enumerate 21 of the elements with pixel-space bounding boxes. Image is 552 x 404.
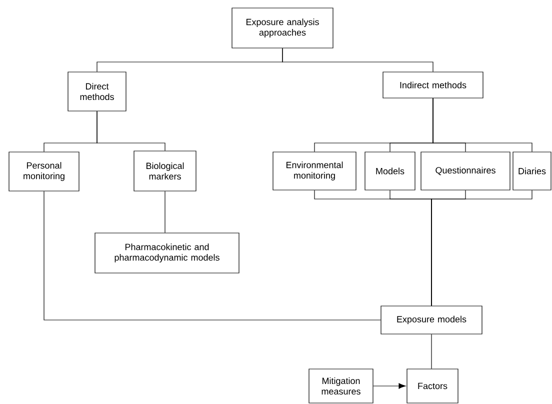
connector [164, 191, 166, 233]
process-box: Environmental monitoring [272, 152, 356, 190]
process-box: Indirect methods [382, 72, 484, 98]
connector [431, 190, 532, 306]
process-box: Questionnaires [420, 152, 510, 190]
connector [373, 383, 406, 389]
connector [282, 48, 434, 72]
process-box: Direct methods [68, 72, 126, 112]
process-box: Diaries [512, 152, 552, 190]
connector [432, 98, 532, 152]
process-box: Personal monitoring [8, 152, 80, 192]
process-box: Mitigation measures [308, 368, 374, 404]
process-box: Exposure analysis approaches [232, 8, 334, 48]
process-box: Biological markers [134, 150, 196, 192]
connector [431, 334, 432, 369]
process-box: Models [364, 152, 416, 190]
process-box: Factors [406, 368, 458, 404]
process-box: Exposure models [380, 306, 482, 334]
process-box: Pharmacokinetic and pharmacodynamic models [94, 232, 240, 274]
connector [96, 111, 166, 151]
connector [44, 191, 381, 320]
